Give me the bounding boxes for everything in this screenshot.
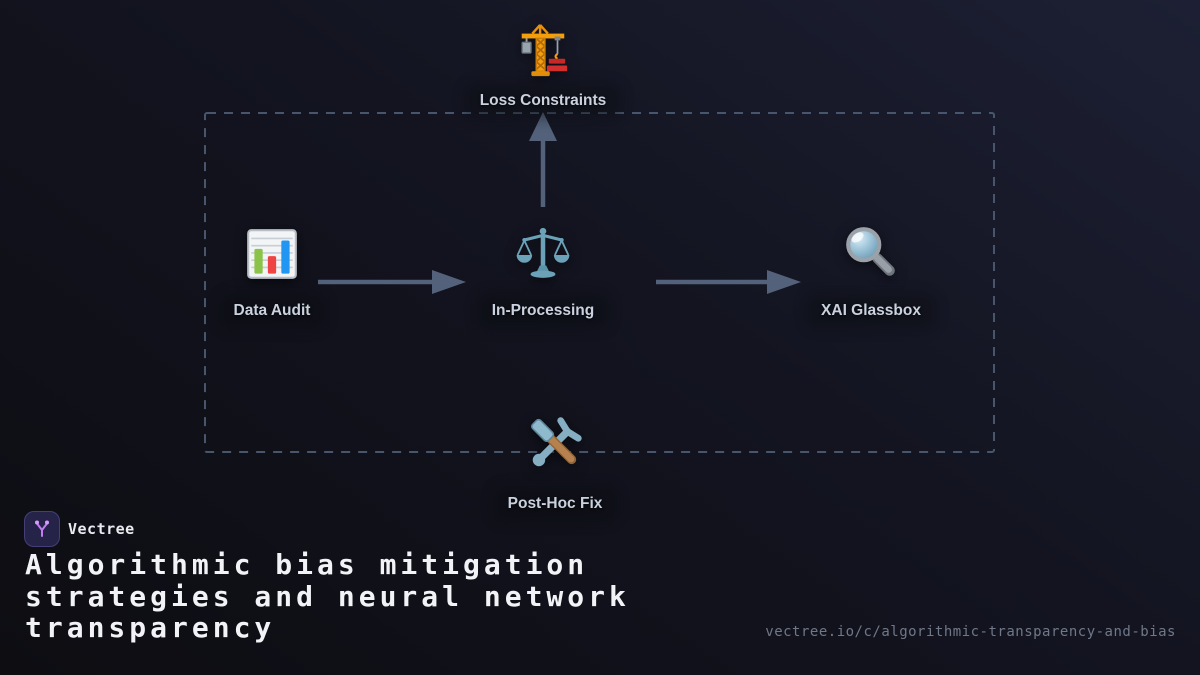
crane-icon (514, 22, 572, 84)
bar-chart-icon (243, 225, 301, 287)
node-label-in-processing: In-Processing (482, 299, 604, 323)
page-title: Algorithmic bias mitigation strategies a… (25, 548, 630, 644)
balance-scale-icon (514, 225, 572, 287)
vectree-logo (24, 511, 60, 547)
node-label-post-hoc-fix: Post-Hoc Fix (498, 492, 612, 516)
arrow-data-audit-to-in-processing (318, 270, 466, 294)
brand-name: Vectree (68, 520, 135, 538)
arrow-in-processing-to-loss-constraints (529, 112, 557, 207)
arrow-in-processing-to-xai-glassbox (656, 270, 801, 294)
node-label-data-audit: Data Audit (224, 299, 320, 323)
magnifying-glass-icon (842, 225, 900, 287)
node-label-xai-glassbox: XAI Glassbox (812, 299, 930, 323)
hammer-wrench-icon (526, 417, 584, 479)
node-label-loss-constraints: Loss Constraints (470, 89, 616, 113)
page-url: vectree.io/c/algorithmic-transparency-an… (765, 624, 1176, 640)
branch-icon (35, 520, 49, 537)
